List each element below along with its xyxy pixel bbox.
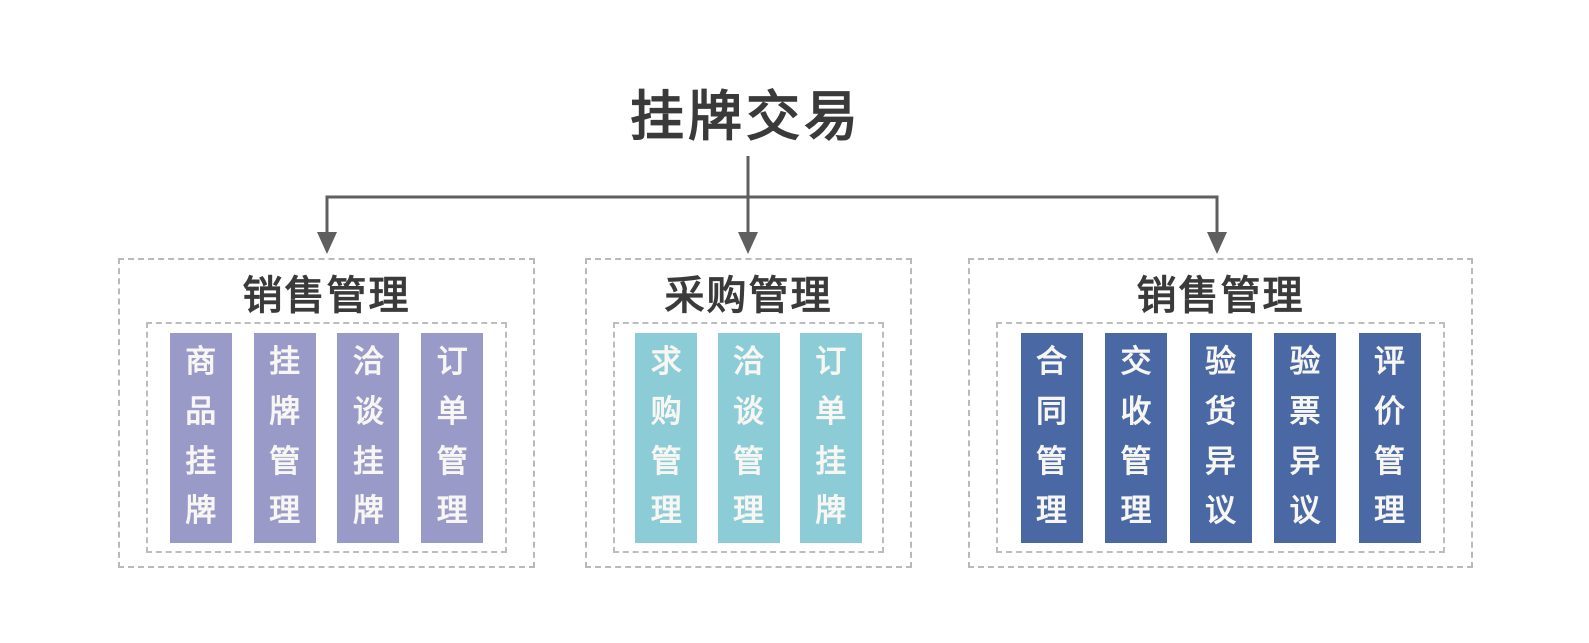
group-1-header: 销售管理 — [242, 273, 411, 319]
module-bar: 评 价 管 理 — [1358, 332, 1421, 543]
module-bar: 求 购 管 理 — [635, 332, 698, 543]
module-bar: 订 单 挂 牌 — [799, 332, 862, 543]
module-bar: 洽 谈 挂 牌 — [337, 332, 400, 543]
group-3-header: 销售管理 — [1136, 273, 1305, 319]
module-bar: 验 货 异 议 — [1189, 332, 1252, 543]
arrowhead-left-icon — [317, 232, 337, 254]
module-bar-label: 验 票 异 议 — [1289, 344, 1321, 530]
module-bar-label: 合 同 管 理 — [1036, 344, 1067, 530]
module-bar: 商 品 挂 牌 — [169, 332, 232, 543]
group-2-module-container: 求 购 管 理 洽 谈 管 理 订 单 挂 牌 — [613, 322, 884, 553]
module-bar-label: 订 单 挂 牌 — [815, 344, 847, 530]
group-1-sales-management: 销售管理 商 品 挂 牌 挂 牌 管 理 洽 谈 挂 牌 订 单 管 理 — [118, 258, 535, 568]
module-bar: 验 票 异 议 — [1274, 332, 1336, 543]
module-bar: 合 同 管 理 — [1020, 332, 1083, 543]
group-1-module-container: 商 品 挂 牌 挂 牌 管 理 洽 谈 挂 牌 订 单 管 理 — [146, 322, 507, 553]
module-bar-label: 商 品 挂 牌 — [185, 344, 217, 530]
arrowhead-right-icon — [1207, 232, 1227, 254]
module-bar: 交 收 管 理 — [1105, 332, 1167, 543]
arrowhead-middle-icon — [738, 232, 758, 254]
diagram-title: 挂牌交易 — [630, 85, 862, 148]
module-bar-label: 验 货 异 议 — [1205, 344, 1236, 530]
module-bar-label: 求 购 管 理 — [650, 344, 682, 530]
module-bar: 订 单 管 理 — [421, 332, 484, 543]
module-bar: 洽 谈 管 理 — [717, 332, 780, 543]
module-bar-label: 洽 谈 管 理 — [733, 344, 764, 530]
group-2-procurement-management: 采购管理 求 购 管 理 洽 谈 管 理 订 单 挂 牌 — [585, 258, 912, 568]
module-bar: 挂 牌 管 理 — [253, 332, 316, 543]
module-bar-label: 挂 牌 管 理 — [269, 344, 301, 530]
group-3-sales-management: 销售管理 合 同 管 理 交 收 管 理 验 货 异 议 验 票 异 议 评 价… — [968, 258, 1473, 568]
module-bar-label: 交 收 管 理 — [1120, 344, 1152, 530]
module-bar-label: 洽 谈 挂 牌 — [352, 344, 384, 530]
module-bar-label: 评 价 管 理 — [1374, 344, 1405, 530]
group-3-module-container: 合 同 管 理 交 收 管 理 验 货 异 议 验 票 异 议 评 价 管 理 — [996, 322, 1445, 553]
module-bar-label: 订 单 管 理 — [436, 344, 468, 530]
group-2-header: 采购管理 — [664, 273, 833, 319]
